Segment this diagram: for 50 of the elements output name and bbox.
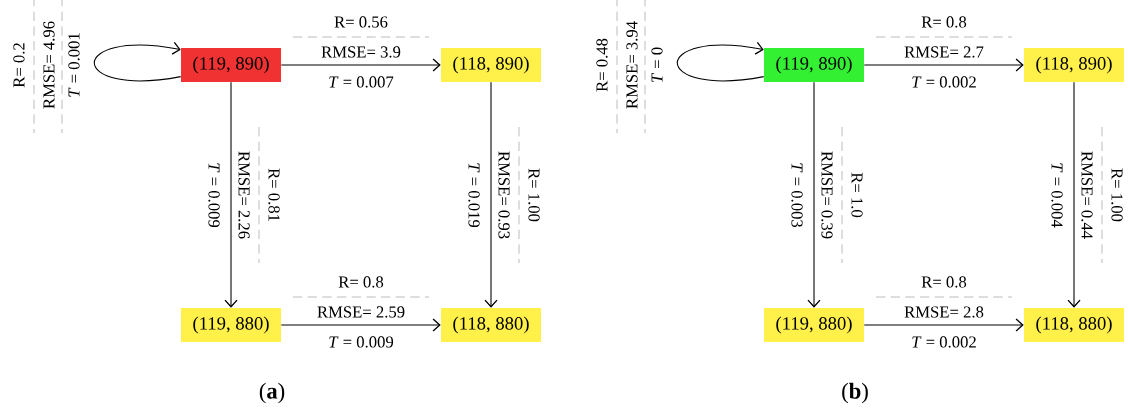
arrow	[280, 318, 441, 332]
metric-label: T = 0.002	[912, 76, 976, 88]
loop-arrow	[676, 41, 765, 82]
metric-label: T = 0	[651, 47, 663, 83]
edge-label: R= 0.2	[13, 43, 25, 88]
metric-label: RMSE= 2.26	[238, 151, 250, 239]
arrow	[484, 81, 498, 308]
arrow	[863, 318, 1024, 332]
metric-label: RMSE= 0.39	[821, 151, 833, 239]
arrow	[863, 58, 1024, 72]
metric-label: T = 0.009	[208, 163, 220, 228]
metric-label: T = 0.004	[1051, 163, 1063, 228]
metric-label: RMSE= 3.94	[626, 21, 638, 109]
edge-label: R= 0.8	[921, 16, 967, 28]
metric-label: T = 0.002	[912, 336, 976, 348]
arrow	[224, 81, 238, 308]
edge-label: R= 1.00	[528, 168, 540, 222]
metric-label: RMSE= 3.9	[321, 46, 401, 58]
panel-label: (b)	[842, 382, 868, 404]
node-box: (119, 890)	[764, 48, 864, 82]
arrow	[280, 58, 441, 72]
node-box: (119, 890)	[181, 48, 281, 82]
edge-label: R= 1.0	[851, 172, 863, 218]
metric-label: T = 0.009	[329, 336, 394, 348]
panel-label: (a)	[259, 382, 285, 404]
node-box: (119, 880)	[764, 308, 864, 342]
loop-arrow	[93, 41, 182, 82]
node-box: (118, 890)	[441, 48, 541, 82]
metric-label: RMSE= 2.59	[317, 306, 405, 318]
edge-label: R= 1.00	[1111, 168, 1123, 222]
metric-label: T = 0.019	[468, 163, 480, 228]
node-box: (119, 880)	[181, 308, 281, 342]
metric-label: RMSE= 0.44	[1081, 151, 1093, 239]
metric-label: RMSE= 4.96	[43, 21, 55, 109]
metric-label: RMSE= 2.7	[904, 46, 984, 58]
edge-label: R= 0.56	[334, 16, 388, 28]
edge-label: R= 0.8	[338, 276, 384, 288]
edge-label: R= 0.81	[268, 168, 280, 221]
metric-label: T = 0.007	[329, 76, 394, 88]
edge-label: R= 0.48	[596, 38, 608, 92]
metric-label: RMSE= 2.8	[904, 306, 984, 318]
node-box: (118, 880)	[1024, 308, 1124, 342]
arrow	[1067, 81, 1081, 308]
metric-label: T = 0.001	[68, 33, 80, 97]
edge-label: R= 0.8	[921, 276, 967, 288]
metric-label: RMSE= 0.93	[498, 151, 510, 239]
node-box: (118, 890)	[1024, 48, 1124, 82]
node-box: (118, 880)	[441, 308, 541, 342]
arrow	[807, 81, 821, 308]
metric-label: T = 0.003	[791, 163, 803, 228]
